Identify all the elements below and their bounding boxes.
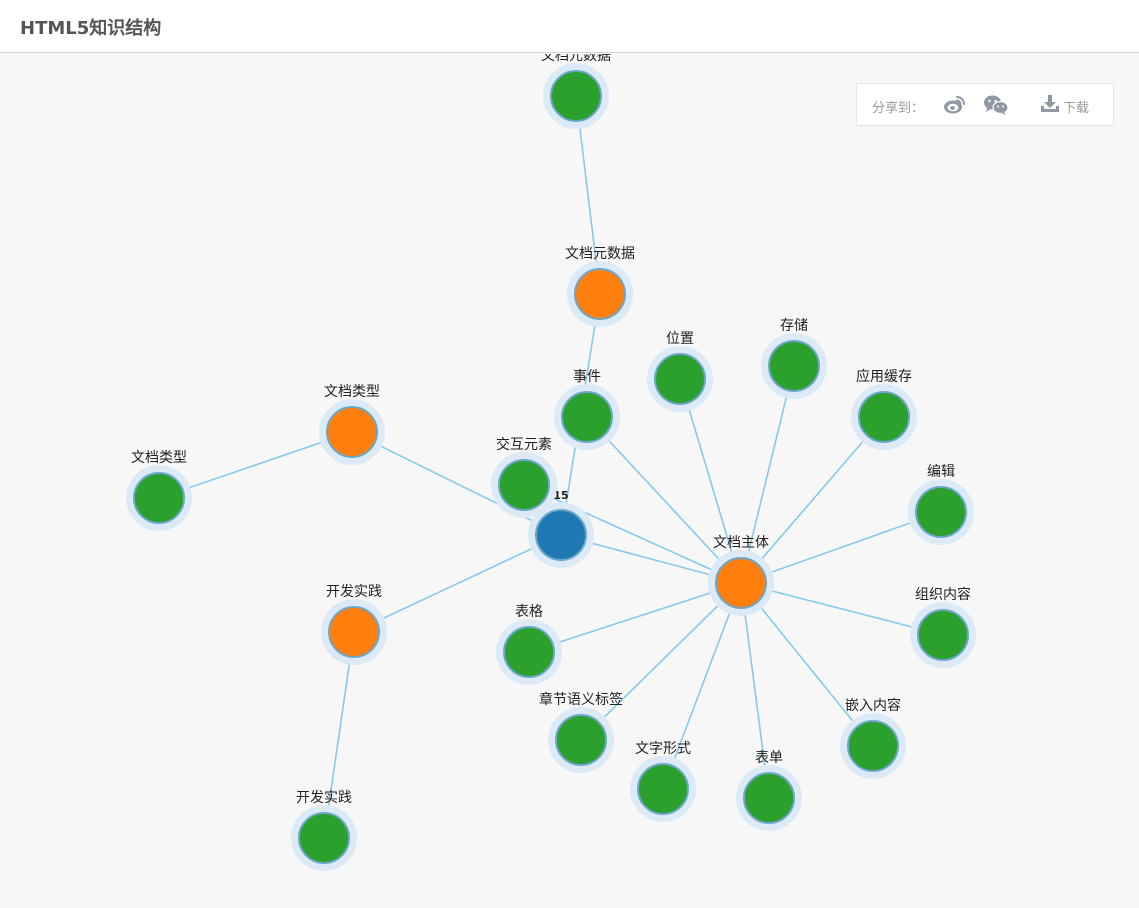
wechat-icon[interactable]	[983, 94, 1009, 116]
node-root[interactable]: 15	[528, 489, 594, 568]
node-editing[interactable]: 编辑	[908, 464, 974, 545]
node-sections[interactable]: 章节语义标签	[539, 691, 623, 773]
graph-canvas[interactable]: 文档元数据文档元数据文档类型文档类型开发实践开发实践文档主体事件位置存储应用缓存…	[0, 54, 1139, 908]
node-label: 编辑	[927, 464, 955, 480]
weibo-icon[interactable]	[943, 94, 967, 116]
node-label: 表单	[755, 750, 783, 766]
edge-body-editing	[740, 511, 942, 584]
node-doctype[interactable]: 文档类型	[319, 384, 385, 465]
node-circle	[743, 772, 795, 824]
page-header: HTML5知识结构	[0, 0, 1139, 53]
node-practice[interactable]: 开发实践	[321, 584, 387, 665]
edge-metadata-metadata-leaf	[575, 95, 601, 295]
node-label: 文档主体	[713, 535, 769, 551]
node-circle	[847, 720, 899, 772]
page-title: HTML5知识结构	[20, 18, 162, 39]
edge-body-appcache	[740, 416, 885, 584]
node-circle	[503, 626, 555, 678]
node-text[interactable]: 文字形式	[630, 741, 696, 822]
edge-body-location	[679, 378, 742, 584]
node-circle	[768, 340, 820, 392]
node-embedded[interactable]: 嵌入内容	[840, 697, 906, 779]
node-circle	[133, 472, 185, 524]
node-grouping[interactable]: 组织内容	[910, 586, 976, 668]
node-circle	[637, 763, 689, 815]
node-label: 组织内容	[915, 586, 971, 603]
download-icon	[1039, 93, 1061, 115]
knowledge-graph[interactable]: 文档元数据文档元数据文档类型文档类型开发实践开发实践文档主体事件位置存储应用缓存…	[0, 54, 1139, 908]
node-doctype-leaf[interactable]: 文档类型	[126, 450, 192, 531]
node-circle	[917, 609, 969, 661]
node-label: 交互元素	[496, 436, 552, 453]
edge-body-grouping	[740, 582, 944, 636]
node-label: 开发实践	[296, 790, 352, 806]
node-circle	[550, 70, 602, 122]
node-circle	[915, 486, 967, 538]
download-label: 下载	[1063, 101, 1090, 116]
node-label: 15	[553, 489, 568, 502]
edge-body-sections	[580, 582, 742, 741]
edge-body-events	[586, 416, 742, 584]
node-circle	[715, 557, 767, 609]
node-label: 文字形式	[635, 741, 691, 757]
edge-body-tables	[528, 582, 742, 653]
share-panel: 分享到：	[856, 83, 1114, 126]
node-circle	[574, 268, 626, 320]
edges-layer	[158, 95, 944, 839]
node-label: 文档元数据	[541, 54, 611, 64]
node-circle	[298, 812, 350, 864]
node-label: 位置	[666, 331, 694, 347]
edge-body-interactive	[523, 484, 742, 584]
node-label: 文档类型	[324, 384, 380, 400]
node-appcache[interactable]: 应用缓存	[851, 368, 917, 450]
node-circle	[535, 509, 587, 561]
node-label: 事件	[573, 369, 601, 385]
node-events[interactable]: 事件	[554, 369, 620, 450]
node-tables[interactable]: 表格	[496, 604, 562, 685]
node-label: 章节语义标签	[539, 691, 623, 708]
edge-body-storage	[740, 365, 795, 584]
edge-body-embedded	[740, 582, 874, 747]
node-storage[interactable]: 存储	[761, 318, 827, 399]
node-label: 表格	[515, 604, 543, 620]
node-label: 应用缓存	[856, 368, 912, 385]
node-interactive[interactable]: 交互元素	[491, 436, 557, 518]
edge-doctype-doctype-leaf	[158, 431, 353, 499]
node-circle	[858, 391, 910, 443]
node-circle	[561, 391, 613, 443]
node-metadata[interactable]: 文档元数据	[565, 246, 635, 327]
edge-body-text	[662, 582, 742, 790]
share-label: 分享到：	[872, 101, 925, 116]
node-circle	[555, 714, 607, 766]
node-label: 开发实践	[326, 584, 382, 600]
nodes-layer: 文档元数据文档元数据文档类型文档类型开发实践开发实践文档主体事件位置存储应用缓存…	[126, 54, 976, 871]
node-label: 文档元数据	[565, 246, 635, 262]
node-label: 嵌入内容	[845, 697, 901, 714]
node-practice-leaf[interactable]: 开发实践	[291, 790, 357, 871]
node-body[interactable]: 文档主体	[708, 535, 774, 616]
edge-practice-practice-leaf	[323, 631, 355, 839]
edge-root-practice	[353, 534, 562, 633]
node-circle	[654, 353, 706, 405]
node-circle	[498, 459, 550, 511]
node-location[interactable]: 位置	[647, 331, 713, 412]
node-circle	[328, 606, 380, 658]
node-label: 文档类型	[131, 450, 187, 466]
node-metadata-leaf[interactable]: 文档元数据	[541, 54, 611, 129]
node-forms[interactable]: 表单	[736, 750, 802, 831]
edge-body-forms	[740, 582, 770, 799]
node-label: 存储	[780, 318, 808, 334]
node-circle	[326, 406, 378, 458]
